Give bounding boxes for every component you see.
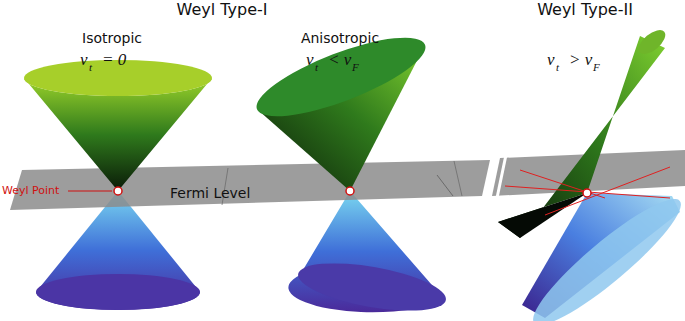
math-symbol: > v bbox=[569, 50, 592, 70]
math-subscript: t bbox=[556, 61, 559, 73]
math-symbol: v bbox=[80, 50, 88, 70]
math-subscript: F bbox=[593, 61, 600, 73]
math-symbol: v bbox=[306, 50, 314, 70]
panel-heading: Weyl Type-II bbox=[537, 0, 633, 19]
math-subscript: t bbox=[89, 61, 92, 73]
math-symbol: v bbox=[547, 50, 555, 70]
math-symbol: < v bbox=[328, 50, 351, 70]
math-subscript: t bbox=[315, 61, 318, 73]
point-label: Weyl Point bbox=[2, 184, 59, 197]
case-label: Anisotropic bbox=[301, 30, 379, 46]
math-symbol: = 0 bbox=[102, 50, 126, 70]
case-label: Isotropic bbox=[82, 30, 142, 46]
math-subscript: F bbox=[352, 61, 359, 73]
plane-label: Fermi Level bbox=[170, 185, 250, 201]
panel-heading: Weyl Type-I bbox=[177, 0, 268, 19]
